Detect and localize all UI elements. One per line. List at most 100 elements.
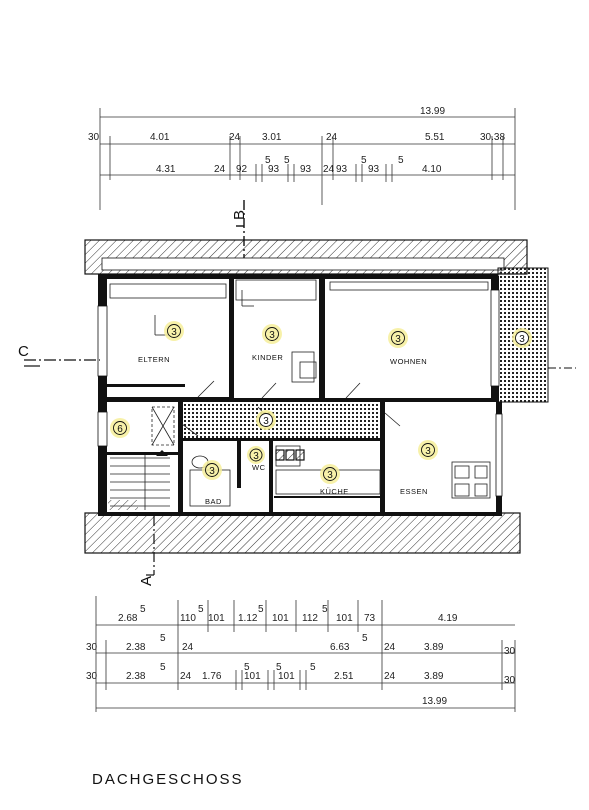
chimney-boxes [275, 449, 305, 461]
svg-text:3: 3 [269, 330, 275, 341]
bottom-dim: 24 [180, 671, 192, 682]
room-marker-bad: 3 [202, 460, 222, 480]
bottom-dim: 6.63 [330, 642, 350, 653]
room-label-eltern: ELTERN [138, 355, 170, 364]
bottom-dim: 1.76 [202, 671, 222, 682]
stair-landing [108, 500, 138, 510]
bottom-dim-row1: 2.68 110 101 1.12 101 112 101 73 4.19 [118, 613, 458, 624]
bottom-dim: 24 [384, 671, 396, 682]
top-dim-row1: 30 4.01 24 3.01 24 5.51 30.38 [88, 132, 505, 143]
bottom-dim: 3.89 [424, 671, 444, 682]
stair-arrow-icon [156, 450, 168, 456]
dim-superscript: 5 [244, 662, 250, 673]
svg-text:3: 3 [209, 466, 215, 477]
section-a-marker: A [138, 516, 155, 586]
top-dim: 5 [284, 155, 290, 166]
room-marker-stair: 6 [110, 418, 130, 438]
top-total-dim: 13.99 [420, 106, 445, 117]
top-dim: 92 [236, 164, 248, 175]
bottom-dim: 30 [504, 646, 516, 657]
bottom-total-dim: 13.99 [422, 696, 447, 707]
top-dim: 3.01 [262, 132, 282, 143]
dim-superscript: 5 [362, 633, 368, 644]
bottom-dim: 2.38 [126, 671, 146, 682]
section-a-label: A [138, 576, 155, 586]
room-marker-wc: 3 [247, 446, 265, 464]
dim-superscript: 5 [160, 662, 166, 673]
hall-floor [182, 402, 384, 440]
svg-text:3: 3 [519, 334, 525, 345]
bottom-dim-row3: 30 2.38 24 1.76 101 101 2.51 24 3.89 30 [86, 671, 516, 686]
svg-text:3: 3 [395, 334, 401, 345]
bottom-dim-row2: 30 2.38 24 6.63 24 3.89 30 [86, 642, 516, 657]
svg-text:3: 3 [263, 416, 269, 427]
bottom-dim: 30 [504, 675, 516, 686]
bottom-dim: 112 [302, 613, 318, 624]
drawing-title: DACHGESCHOSS [92, 771, 244, 788]
top-dim: 93 [268, 164, 280, 175]
bottom-dim: 2.68 [118, 613, 138, 624]
section-c-label: C [18, 343, 29, 360]
room-marker-kueche: 3 [320, 464, 340, 484]
top-dimension-chains [99, 108, 516, 210]
room-marker-balcony: 3 [512, 328, 532, 348]
top-dim: 93 [368, 164, 380, 175]
dim-superscript: 5 [258, 604, 264, 615]
bottom-dim: 24 [182, 642, 194, 653]
room-label-kueche: KÜCHE [320, 487, 349, 496]
room-markers: 3 3 3 3 6 3 3 [110, 321, 532, 484]
dim-superscript: 5 [140, 604, 146, 615]
svg-text:3: 3 [425, 446, 431, 457]
walls [98, 274, 502, 516]
top-dim: 4.01 [150, 132, 170, 143]
room-label-kinder: KINDER [252, 353, 283, 362]
bottom-dim: 2.38 [126, 642, 146, 653]
roof-inner-strip [101, 257, 505, 271]
bottom-dim: 4.19 [438, 613, 458, 624]
room-label-wohnen: WOHNEN [390, 357, 427, 366]
top-dim: 4.10 [422, 164, 442, 175]
svg-text:3: 3 [253, 451, 259, 462]
top-dim: 24 [229, 132, 241, 143]
room-label-wc: WC [252, 463, 266, 472]
top-dim: 24 [214, 164, 226, 175]
dim-superscript: 5 [310, 662, 316, 673]
top-dim: 24 [326, 132, 338, 143]
bottom-dim-superscripts: 5 5 5 5 5 5 5 5 5 5 [140, 604, 368, 673]
room-label-bad: BAD [205, 497, 222, 506]
bottom-dim: 30 [86, 671, 98, 682]
bottom-dim: 2.51 [334, 671, 354, 682]
room-marker-kinder: 3 [262, 324, 282, 344]
svg-text:3: 3 [171, 327, 177, 338]
bottom-dimension-chains [95, 596, 516, 712]
room-labels: ELTERN KINDER WOHNEN WC BAD KÜCHE ESSEN [138, 353, 428, 506]
bottom-dim: 110 [180, 613, 196, 624]
room-marker-essen: 3 [418, 440, 438, 460]
top-dim: 5 [265, 155, 271, 166]
room-marker-hall: 3 [256, 410, 276, 430]
roof-band-bottom [84, 512, 521, 554]
bottom-dim: 101 [244, 671, 261, 682]
room-marker-eltern: 3 [164, 321, 184, 341]
top-dim: 93 [300, 164, 312, 175]
top-dim: 24 [323, 164, 335, 175]
top-dim-row2: 4.31 24 92 5 93 5 93 24 93 5 93 5 4.10 [156, 155, 442, 175]
room-label-essen: ESSEN [400, 487, 428, 496]
dim-superscript: 5 [160, 633, 166, 644]
top-dim: 5.51 [425, 132, 445, 143]
furniture-outlines [109, 279, 491, 507]
bottom-dim: 101 [272, 613, 289, 624]
section-c-marker: C [18, 343, 576, 369]
bottom-dim: 101 [278, 671, 295, 682]
room-marker-wohnen: 3 [388, 328, 408, 348]
top-dim: 30 [88, 132, 100, 143]
dim-superscript: 5 [198, 604, 204, 615]
section-b-label: B [231, 210, 248, 220]
top-dim: 93 [336, 164, 348, 175]
top-dim: 30.38 [480, 132, 505, 143]
bottom-dim: 73 [364, 613, 376, 624]
svg-text:6: 6 [117, 424, 123, 435]
bottom-dim: 101 [208, 613, 225, 624]
top-dim: 4.31 [156, 164, 176, 175]
